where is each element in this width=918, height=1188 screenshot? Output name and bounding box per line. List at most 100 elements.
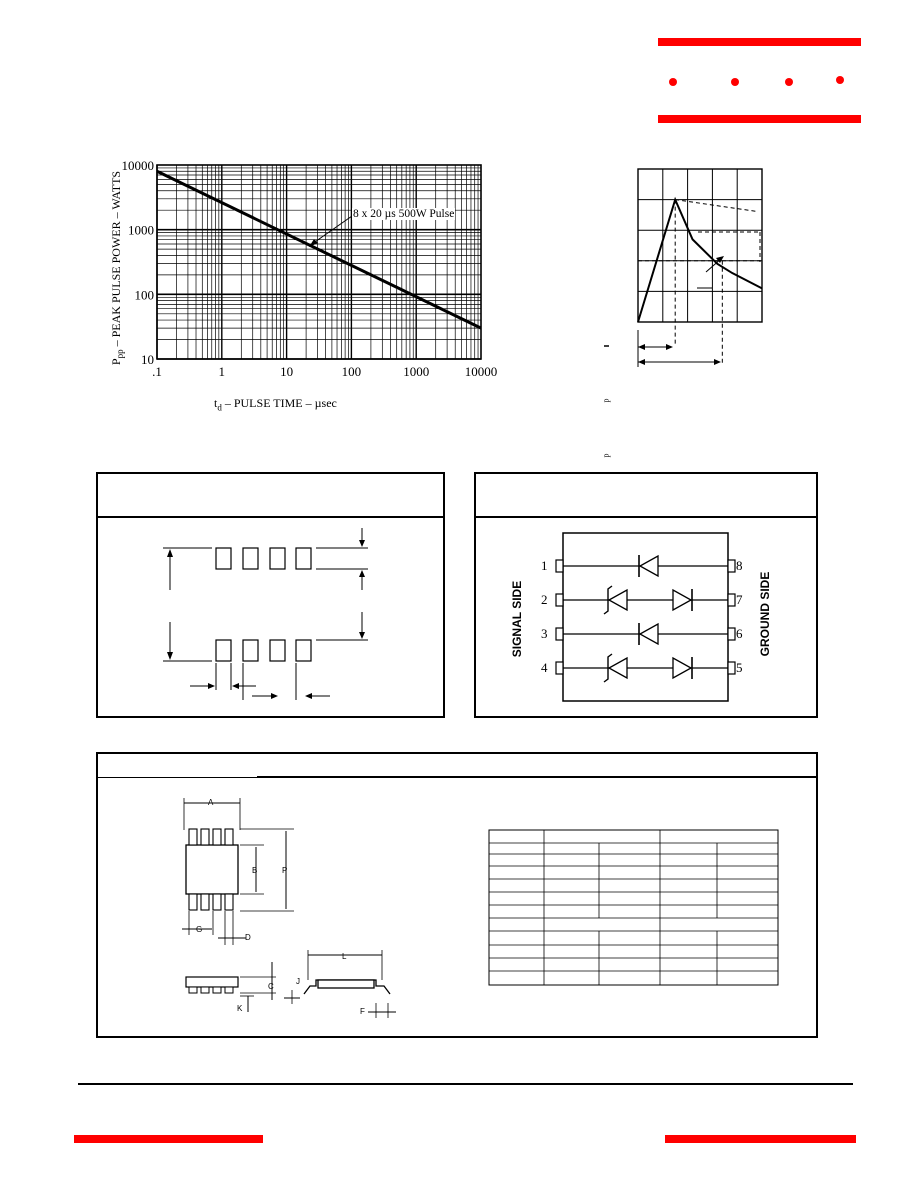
x-tick-label: 10 bbox=[280, 364, 293, 379]
pulse-frame bbox=[637, 168, 763, 323]
footer-bar-left bbox=[74, 1135, 263, 1143]
chip-body bbox=[562, 532, 729, 702]
pad-bottom bbox=[269, 639, 286, 662]
pkg-lead-top-2 bbox=[212, 828, 222, 846]
pin-label-8: 8 bbox=[736, 558, 743, 573]
pad-arrow-b3 bbox=[271, 693, 278, 699]
dim-label-l: L bbox=[342, 952, 347, 961]
dim-label-g: G bbox=[196, 925, 203, 934]
pkg-lead-bottom-3 bbox=[224, 893, 234, 911]
pad-bottom bbox=[215, 639, 232, 662]
pin-label-5: 5 bbox=[736, 660, 743, 675]
pinout-header-line bbox=[475, 516, 816, 518]
pad-top bbox=[269, 547, 286, 570]
pulse-arrow-t1b bbox=[666, 344, 673, 350]
dim-label-b: B bbox=[252, 866, 258, 875]
pin-label-1: 1 bbox=[541, 558, 548, 573]
pkg-lead-side-3 bbox=[224, 986, 234, 994]
pkg-lead-bottom-1 bbox=[200, 893, 210, 911]
pad-top bbox=[215, 547, 232, 570]
pad-bottom bbox=[295, 639, 312, 662]
pad-arrow-r2 bbox=[359, 570, 365, 577]
diode-1-8 bbox=[638, 554, 659, 578]
dim-label-a: A bbox=[208, 798, 214, 807]
pin-label-7: 7 bbox=[736, 592, 743, 607]
x-tick-label: 10000 bbox=[465, 364, 498, 379]
dim-label-k: K bbox=[237, 1004, 243, 1013]
dim-label-c: C bbox=[268, 982, 274, 991]
package-header-line-thin bbox=[97, 777, 257, 778]
power-chart-annotation: 8 x 20 µs 500W Pulse bbox=[352, 208, 456, 220]
pkg-lead-bottom-2 bbox=[212, 893, 222, 911]
pad-arrow-b2 bbox=[232, 683, 239, 689]
pad-arrow-lt bbox=[167, 549, 173, 557]
pulse-curve bbox=[637, 196, 763, 323]
pkg-lead-bottom-0 bbox=[188, 893, 198, 911]
pulse-arrow-t2b bbox=[714, 359, 721, 365]
footer-bar-right bbox=[665, 1135, 856, 1143]
zener-2 bbox=[607, 588, 628, 612]
zener-2-bar bbox=[603, 585, 613, 615]
y-tick-label: 1000 bbox=[128, 223, 154, 238]
y-tick-label: 10 bbox=[141, 352, 154, 367]
pad-arrow-b4 bbox=[305, 693, 312, 699]
pkg-lead-top-3 bbox=[224, 828, 234, 846]
pulse-arrowhead bbox=[716, 256, 724, 263]
brand-bar-bottom bbox=[658, 115, 861, 123]
pkg-body-side bbox=[185, 976, 239, 988]
pkg-lead-side-2 bbox=[212, 986, 222, 994]
pin-label-6: 6 bbox=[736, 626, 743, 641]
plot-frame bbox=[156, 164, 482, 360]
pkg-lead-side-1 bbox=[200, 986, 210, 994]
pin-label-2: 2 bbox=[541, 592, 548, 607]
pkg-body-top bbox=[185, 844, 239, 895]
pkg-lead-top-0 bbox=[188, 828, 198, 846]
pinout-box bbox=[474, 472, 818, 718]
brand-dot-4 bbox=[836, 76, 844, 84]
pin-label-4: 4 bbox=[541, 660, 548, 675]
y-tick-label: 10000 bbox=[122, 158, 155, 173]
pad-top bbox=[242, 547, 259, 570]
package-header-line bbox=[257, 776, 816, 778]
pulse-arrow-t1a bbox=[638, 344, 645, 350]
pad-arrow-lb bbox=[167, 652, 173, 660]
pkg-lead-side-0 bbox=[188, 986, 198, 994]
pad-arrow-r3 bbox=[359, 632, 365, 639]
pulse-arrow-t2a bbox=[638, 359, 645, 365]
pad-arrow-r1 bbox=[359, 540, 365, 547]
annotation-leader bbox=[311, 215, 353, 245]
brand-dot-2 bbox=[731, 78, 739, 86]
table-frame bbox=[488, 829, 779, 986]
dim-label-d: D bbox=[245, 933, 251, 942]
pulse-waveform-chart bbox=[604, 168, 763, 367]
brand-bar-top bbox=[658, 38, 861, 46]
x-tick-label: 1000 bbox=[403, 364, 429, 379]
brand-dot-1 bbox=[669, 78, 677, 86]
dim-label-f: F bbox=[360, 1007, 365, 1016]
series-line bbox=[156, 169, 482, 330]
pin-label-3: 3 bbox=[541, 626, 548, 641]
dim-label-p: P bbox=[282, 866, 288, 875]
pad-layout-box bbox=[96, 472, 445, 718]
zener-4-bar bbox=[603, 653, 613, 683]
pad-arrow-b1 bbox=[208, 683, 215, 689]
diode-3-6 bbox=[638, 622, 659, 646]
x-tick-label: 100 bbox=[342, 364, 362, 379]
package-outline-box bbox=[96, 752, 818, 1038]
zener-4 bbox=[607, 656, 628, 680]
pad-top bbox=[295, 547, 312, 570]
pkg-lead-top-1 bbox=[200, 828, 210, 846]
power-chart-xlabel: td – PULSE TIME – µsec bbox=[214, 396, 337, 413]
x-tick-label: 1 bbox=[219, 364, 226, 379]
y-tick-label: 100 bbox=[135, 287, 155, 302]
diode-2-7 bbox=[672, 588, 693, 612]
pad-layout-header-line bbox=[97, 516, 443, 518]
diode-4-5 bbox=[672, 656, 693, 680]
brand-dot-3 bbox=[785, 78, 793, 86]
footer-rule bbox=[78, 1083, 853, 1085]
